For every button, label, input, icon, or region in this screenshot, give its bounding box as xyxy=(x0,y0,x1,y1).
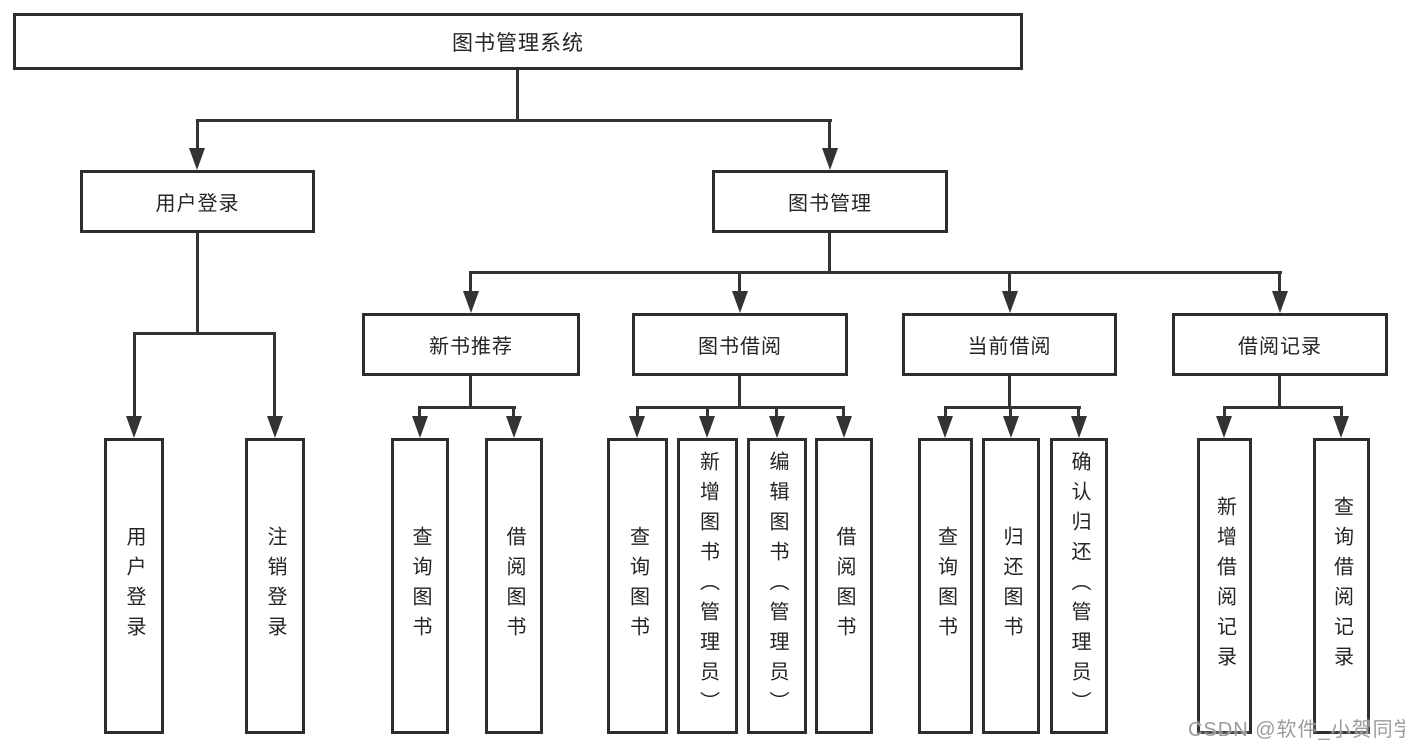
arrowhead-leaf-return-books xyxy=(1003,416,1019,438)
connector-leaf-stem xyxy=(1009,406,1012,416)
connector-user-subtree-stem xyxy=(196,233,199,333)
arrowhead-leaf-add-record xyxy=(1216,416,1232,438)
leaf-label: 查询图书 xyxy=(626,526,649,646)
leaf-add-borrow-record: 新增借阅记录 xyxy=(1197,438,1252,734)
leaf-borrow-books-recommend: 借阅图书 xyxy=(485,438,543,734)
arrowhead-leaf-borrow-books xyxy=(836,416,852,438)
arrowhead-leaf-query-books-recommend xyxy=(412,416,428,438)
connector-leaf-stem xyxy=(842,406,845,416)
node-borrowing-records: 借阅记录 xyxy=(1172,313,1388,376)
leaf-query-borrow-record: 查询借阅记录 xyxy=(1313,438,1370,734)
arrowhead-leaf-query-record xyxy=(1333,416,1349,438)
leaf-return-books: 归还图书 xyxy=(982,438,1040,734)
connector-leaf-logout-stem xyxy=(273,332,276,416)
connector-user-login-stem xyxy=(196,119,199,148)
arrowhead-current xyxy=(1002,291,1018,313)
connector-recommend-branch xyxy=(419,406,516,409)
connector-recommend-stem xyxy=(469,271,472,291)
connector-records-stem xyxy=(1278,271,1281,291)
connector-borrowing-stem xyxy=(738,271,741,291)
arrowhead-leaf-add-books xyxy=(699,416,715,438)
leaf-label: 编辑图书（管理员） xyxy=(766,451,788,721)
leaf-edit-books-admin: 编辑图书（管理员） xyxy=(747,438,807,734)
leaf-query-books-current: 查询图书 xyxy=(918,438,973,734)
node-book-management: 图书管理 xyxy=(712,170,948,233)
connector-root-stem xyxy=(516,70,519,121)
arrowhead-records xyxy=(1272,291,1288,313)
leaf-label: 查询图书 xyxy=(934,526,957,646)
connector-borrowing-down xyxy=(738,376,741,408)
connector-leaf-stem xyxy=(636,406,639,416)
arrowhead-book-management xyxy=(822,148,838,170)
arrowhead-borrowing xyxy=(732,291,748,313)
connector-current-stem xyxy=(1008,271,1011,291)
arrowhead-leaf-confirm-return xyxy=(1071,416,1087,438)
arrowhead-leaf-borrow-books-recommend xyxy=(506,416,522,438)
connector-leaf-stem xyxy=(1340,406,1343,416)
connector-leaf-user-login-stem xyxy=(133,332,136,416)
connector-level3-branch xyxy=(469,271,1282,274)
leaf-label: 新增图书（管理员） xyxy=(696,451,719,721)
connector-user-subtree-branch xyxy=(133,332,275,335)
node-current-borrowing: 当前借阅 xyxy=(902,313,1117,376)
leaf-logout-login: 注销登录 xyxy=(245,438,305,734)
connector-leaf-stem xyxy=(775,406,778,416)
leaf-confirm-return-admin: 确认归还（管理员） xyxy=(1050,438,1108,734)
leaf-label: 查询借阅记录 xyxy=(1330,496,1353,676)
node-book-borrowing: 图书借阅 xyxy=(632,313,848,376)
connector-borrowing-branch xyxy=(636,406,845,409)
leaf-query-books-recommend: 查询图书 xyxy=(391,438,449,734)
leaf-label: 新增借阅记录 xyxy=(1213,496,1236,676)
arrowhead-user-login xyxy=(189,148,205,170)
arrowhead-leaf-edit-books xyxy=(769,416,785,438)
connector-records-down xyxy=(1278,376,1281,408)
arrowhead-leaf-query-books-borrowing xyxy=(629,416,645,438)
leaf-label: 借阅图书 xyxy=(503,526,525,646)
connector-book-subtree-stem xyxy=(828,233,831,271)
connector-current-down xyxy=(1008,376,1011,408)
arrowhead-leaf-logout xyxy=(267,416,283,438)
connector-leaf-stem xyxy=(1223,406,1226,416)
leaf-label: 用户登录 xyxy=(123,526,145,646)
node-new-book-recommendation: 新书推荐 xyxy=(362,313,580,376)
connector-level2-branch xyxy=(196,119,832,122)
leaf-label: 借阅图书 xyxy=(833,526,855,646)
connector-current-branch xyxy=(944,406,1081,409)
leaf-add-books-admin: 新增图书（管理员） xyxy=(677,438,738,734)
arrowhead-leaf-user-login xyxy=(126,416,142,438)
leaf-query-books-borrowing: 查询图书 xyxy=(607,438,668,734)
connector-leaf-stem xyxy=(512,406,515,416)
leaf-borrow-books: 借阅图书 xyxy=(815,438,873,734)
connector-records-branch xyxy=(1223,406,1342,409)
connector-leaf-stem xyxy=(706,406,709,416)
leaf-label: 注销登录 xyxy=(264,526,286,646)
leaf-user-login: 用户登录 xyxy=(104,438,164,734)
connector-leaf-stem xyxy=(944,406,947,416)
leaf-label: 确认归还（管理员） xyxy=(1068,451,1090,721)
leaf-label: 查询图书 xyxy=(409,526,431,646)
arrowhead-leaf-query-books-current xyxy=(937,416,953,438)
connector-leaf-stem xyxy=(418,406,421,416)
connector-recommend-down xyxy=(469,376,472,408)
node-library-system: 图书管理系统 xyxy=(13,13,1023,70)
leaf-label: 归还图书 xyxy=(1000,526,1022,646)
connector-leaf-stem xyxy=(1077,406,1080,416)
csdn-watermark: CSDN @软件_小贺同学 xyxy=(1188,719,1405,741)
arrowhead-recommend xyxy=(463,291,479,313)
connector-book-management-stem xyxy=(828,119,831,148)
node-user-login: 用户登录 xyxy=(80,170,315,233)
